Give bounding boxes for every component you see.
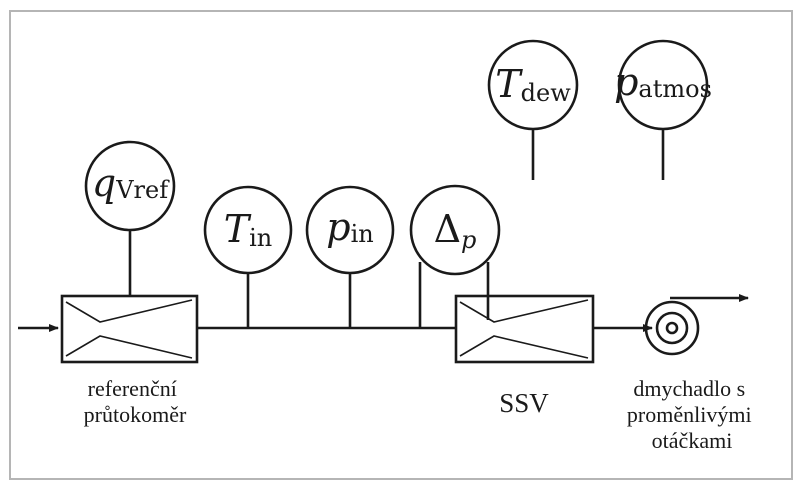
tdew-symbol: T <box>495 62 523 106</box>
label-blower-line3: otáčkami <box>652 428 733 453</box>
patmos-symbol: p <box>614 60 638 104</box>
instrument-dp: Δp <box>409 184 501 276</box>
svg-text:pin: pin <box>326 205 373 249</box>
reference-flowmeter <box>60 294 199 364</box>
instrument-tin: Tin <box>203 185 293 275</box>
svg-text:patmos: patmos <box>614 60 712 104</box>
instrument-pin: pin <box>305 185 395 275</box>
diagram-frame <box>9 10 793 480</box>
svg-text:Tin: Tin <box>224 207 273 252</box>
label-blower: dmychadlo s proměnlivými otáčkami <box>627 376 757 453</box>
tdew-subscript: dew <box>521 79 572 107</box>
label-blower-line1: dmychadlo s <box>633 376 745 401</box>
label-ssv: SSV <box>499 388 549 418</box>
svg-text:Δp: Δp <box>434 207 477 254</box>
label-reference-flowmeter: referenční průtokoměr <box>84 376 187 427</box>
label-blower-line2: proměnlivými <box>627 402 752 427</box>
blower-symbol <box>644 300 700 356</box>
tin-symbol: T <box>224 207 252 251</box>
patmos-subscript: atmos <box>638 75 711 103</box>
pin-subscript: in <box>351 220 374 248</box>
qvref-symbol: q <box>92 161 116 205</box>
tin-subscript: in <box>249 224 272 252</box>
label-reference-flowmeter-line1: referenční <box>88 376 177 401</box>
dp-subscript: p <box>461 226 476 254</box>
ssv-element <box>454 294 595 364</box>
dp-symbol: Δ <box>434 207 461 251</box>
svg-text:qVref: qVref <box>92 161 170 205</box>
label-reference-flowmeter-line2: průtokoměr <box>84 402 187 427</box>
qvref-subscript: Vref <box>115 176 170 204</box>
instrument-qvref: qVref <box>84 140 176 232</box>
instrument-patmos: patmos <box>614 39 712 131</box>
instrument-tdew: Tdew <box>487 39 579 131</box>
pin-symbol: p <box>326 205 350 249</box>
svg-text:Tdew: Tdew <box>495 62 571 107</box>
